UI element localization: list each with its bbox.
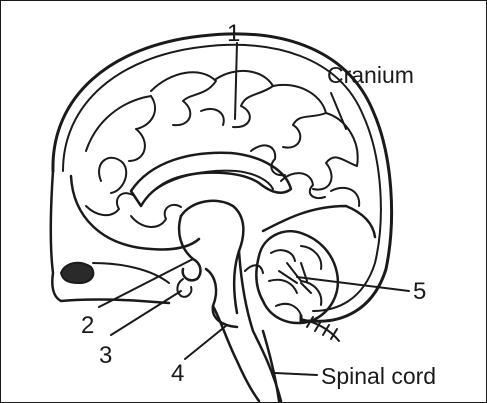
corpus-callosum	[131, 153, 291, 206]
fourth-ventricle	[245, 265, 263, 273]
palate-line	[93, 263, 169, 283]
label-cranium: Cranium	[327, 62, 414, 88]
spinal-cord	[263, 331, 279, 401]
label-4: 4	[171, 360, 184, 387]
face-outline	[51, 171, 169, 303]
pointer-1	[235, 43, 237, 119]
diencephalon-front	[179, 216, 193, 259]
label-2: 2	[81, 312, 94, 339]
brainstem-front	[213, 306, 259, 401]
pointer-5	[297, 277, 409, 291]
nasal-cavity	[61, 263, 93, 283]
pointer-spinal-cord	[275, 373, 317, 375]
label-3: 3	[99, 342, 112, 369]
label-1: 1	[227, 20, 240, 47]
label-spinal-cord: Spinal cord	[321, 363, 436, 389]
cortex-folds	[86, 71, 359, 227]
pons	[206, 269, 237, 327]
pituitary-gland	[177, 279, 191, 297]
pointer-4	[185, 325, 227, 359]
label-5: 5	[413, 278, 426, 305]
pointer-3	[111, 291, 181, 335]
pointer-cranium	[331, 93, 346, 129]
